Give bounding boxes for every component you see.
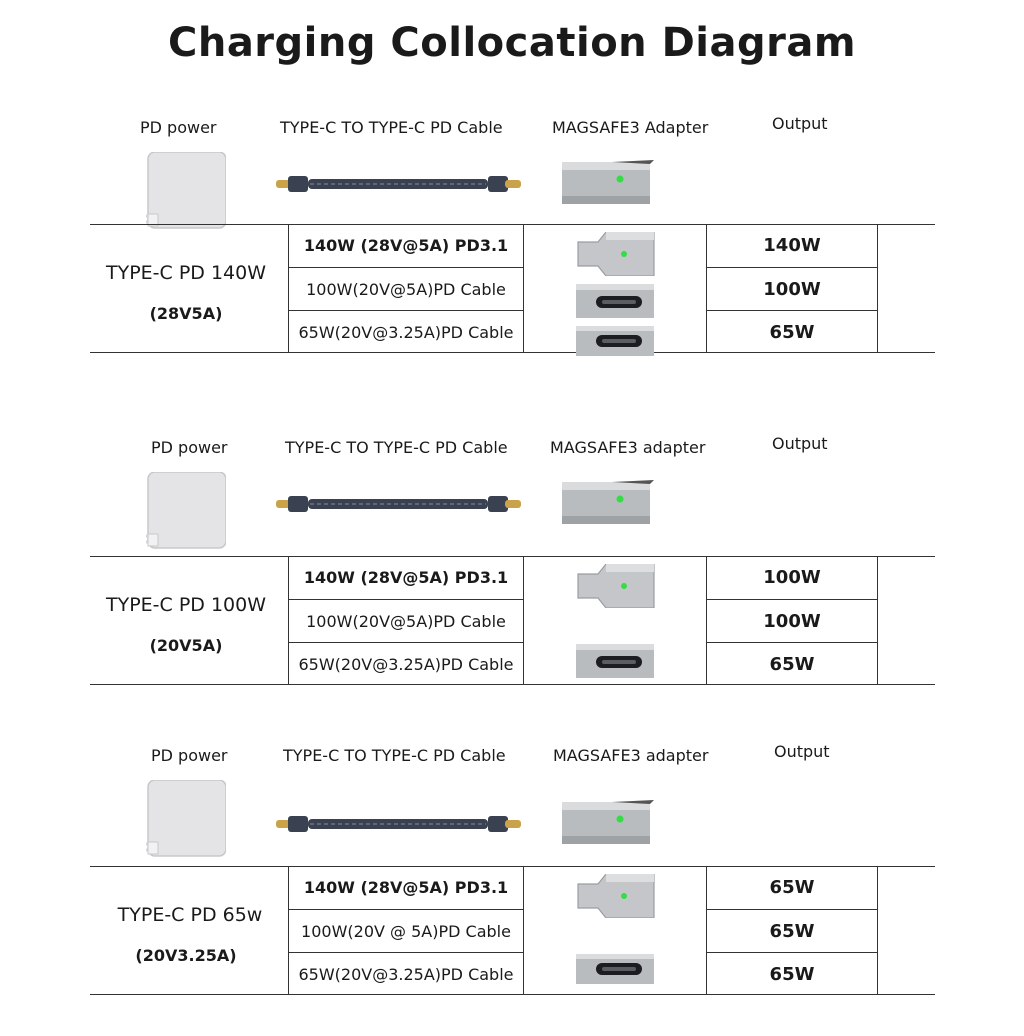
output-value: 65W [707,310,877,353]
usb-c-port-icon [576,954,654,984]
source-spec: (28V5A) [149,304,223,323]
cable-row: 140W (28V@5A) PD3.1 [303,567,509,587]
pd-charger-icon [146,472,226,549]
header-cable: TYPE-C TO TYPE-C PD Cable [283,746,506,765]
magsafe-adapter-icon [562,160,654,204]
header-cable: TYPE-C TO TYPE-C PD Cable [280,118,503,137]
header-output: Output [772,114,828,133]
table-top-rule [90,866,935,867]
magsafe-tip-icon [577,874,655,918]
source-cell: TYPE-C PD 65w (20V3.25A) [90,866,290,994]
source-spec: (20V5A) [149,636,223,655]
usb-c-cable-icon [276,496,521,512]
output-table: 100W 100W 65W [706,556,878,684]
magsafe-adapter-icon [562,800,654,844]
cable-table: 140W (28V@5A) PD3.1 100W(20V@5A)PD Cable… [288,224,524,352]
source-name: TYPE-C PD 140W [105,262,266,284]
source-spec: (20V3.25A) [135,946,237,965]
header-output: Output [774,742,830,761]
header-pd-power: PD power [151,746,228,765]
magsafe-tip-icon [577,564,655,608]
header-adapter: MAGSAFE3 adapter [553,746,709,765]
cable-table: 140W (28V@5A) PD3.1 100W(20V@5A)PD Cable… [288,556,524,684]
output-table: 140W 100W 65W [706,224,878,352]
usb-c-cable-icon [276,816,521,832]
header-adapter: MAGSAFE3 Adapter [552,118,709,137]
cable-row: 65W(20V@3.25A)PD Cable [289,310,523,353]
usb-c-port-icon [576,284,654,318]
cable-table: 140W (28V@5A) PD3.1 100W(20V @ 5A)PD Cab… [288,866,524,994]
pd-charger-icon [146,152,226,229]
output-value: 100W [707,267,877,310]
header-output: Output [772,434,828,453]
output-value: 65W [707,952,877,995]
source-cell: TYPE-C PD 140W (28V5A) [90,224,290,352]
output-value: 140W [763,234,821,256]
cable-row: 65W(20V@3.25A)PD Cable [289,642,523,685]
output-value: 65W [707,909,877,952]
header-cable: TYPE-C TO TYPE-C PD Cable [285,438,508,457]
usb-c-port-icon [576,644,654,678]
table-bottom-rule [90,994,935,995]
section-pd-100w: PD power TYPE-C TO TYPE-C PD Cable MAGSA… [0,434,1024,728]
cable-row: 100W(20V @ 5A)PD Cable [289,909,523,952]
output-table: 65W 65W 65W [706,866,878,994]
source-name: TYPE-C PD 65w [117,904,263,926]
header-pd-power: PD power [140,118,217,137]
table-bottom-rule [90,684,935,685]
cable-row: 100W(20V@5A)PD Cable [289,599,523,642]
cable-row: 100W(20V@5A)PD Cable [289,267,523,310]
table-top-rule [90,556,935,557]
cable-row: 65W(20V@3.25A)PD Cable [289,952,523,995]
magsafe-adapter-icon [562,480,654,524]
cable-row: 140W (28V@5A) PD3.1 [303,877,509,897]
magsafe-tip-icon [577,232,655,276]
output-value: 100W [763,566,821,588]
source-cell: TYPE-C PD 100W (20V5A) [90,556,290,684]
header-adapter: MAGSAFE3 adapter [550,438,706,457]
pd-charger-icon [146,780,226,857]
section-pd-140w: PD power TYPE-C TO TYPE-C PD Cable MAGSA… [0,114,1024,408]
table-top-rule [90,224,935,225]
output-value: 100W [707,599,877,642]
source-name: TYPE-C PD 100W [105,594,266,616]
output-value: 65W [707,642,877,685]
section-pd-65w: PD power TYPE-C TO TYPE-C PD Cable MAGSA… [0,742,1024,1036]
usb-c-cable-icon [276,176,521,192]
cable-row: 140W (28V@5A) PD3.1 [303,235,509,255]
table-bottom-rule [90,352,935,353]
usb-c-port-icon [576,326,654,356]
output-value: 65W [769,876,815,898]
header-pd-power: PD power [151,438,228,457]
page-title: Charging Collocation Diagram [167,20,857,66]
